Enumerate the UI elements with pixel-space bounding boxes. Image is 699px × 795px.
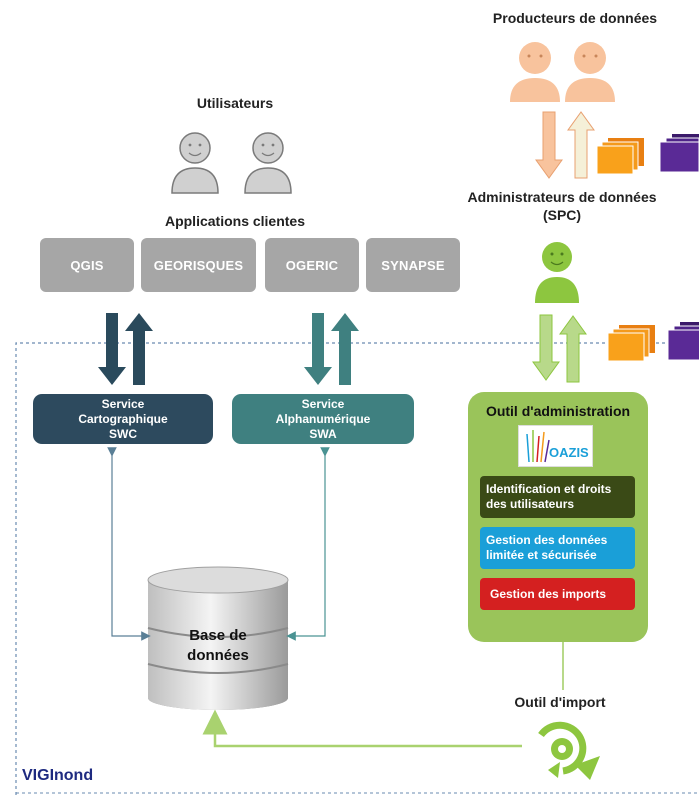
swa-db-connector bbox=[286, 447, 330, 641]
admin-imports-button[interactable]: Gestion des imports bbox=[480, 578, 635, 610]
swa-client-arrows bbox=[304, 313, 359, 385]
import-db-connector bbox=[202, 709, 522, 748]
import-tool-title: Outil d'import bbox=[514, 694, 606, 710]
admin-identification-button[interactable]: Identification et droits des utilisateur… bbox=[480, 476, 635, 518]
database-cylinder-icon bbox=[147, 566, 289, 710]
admin-data-management-line1: Gestion des données bbox=[486, 533, 608, 547]
app-synapse-button[interactable]: SYNAPSE bbox=[366, 238, 460, 292]
admin-data-management-line2: limitée et sécurisée bbox=[486, 548, 597, 562]
producer-admin-arrows bbox=[535, 111, 595, 179]
admin-data-management-button[interactable]: Gestion des données limitée et sécurisée bbox=[480, 527, 635, 569]
database-label: Base de données bbox=[148, 626, 288, 666]
swc-db-connector bbox=[107, 447, 151, 641]
clients-title: Applications clientes bbox=[164, 213, 306, 229]
service-swa[interactable]: Service Alphanumérique SWA bbox=[232, 394, 414, 444]
viginond-frame bbox=[15, 342, 699, 795]
admin-tool-arrows bbox=[532, 314, 587, 383]
admin-imports-line1: Gestion des imports bbox=[490, 586, 607, 601]
admin-identification-line2: des utilisateurs bbox=[486, 497, 575, 511]
document-stack-icon bbox=[596, 134, 699, 175]
service-swc[interactable]: Service Cartographique SWC bbox=[33, 394, 213, 444]
service-swc-line1: Service bbox=[101, 396, 145, 411]
oazis-logo: OAZIS bbox=[518, 425, 593, 467]
app-georisques-button[interactable]: GEORISQUES bbox=[141, 238, 256, 292]
admin-identification-line1: Identification et droits bbox=[486, 482, 612, 496]
document-stack-icon bbox=[607, 322, 699, 362]
admins-title-line1: Administrateurs de données bbox=[467, 189, 657, 205]
service-swa-line1: Service bbox=[301, 396, 345, 411]
admin-person-icon bbox=[535, 242, 579, 303]
users-title: Utilisateurs bbox=[196, 95, 274, 111]
service-swc-line3: SWC bbox=[109, 426, 137, 441]
app-ogeric-button[interactable]: OGERIC bbox=[265, 238, 359, 292]
producers-title: Producteurs de données bbox=[492, 10, 658, 26]
admins-title-line2: (SPC) bbox=[542, 207, 582, 223]
system-name: VIGInond bbox=[22, 767, 94, 784]
swc-client-arrows bbox=[98, 313, 153, 385]
service-swa-line2: Alphanumérique bbox=[275, 411, 371, 426]
service-swa-line3: SWA bbox=[309, 426, 337, 441]
database-label-line1: Base de bbox=[189, 627, 247, 644]
service-swc-line2: Cartographique bbox=[78, 411, 168, 426]
user-person-icon bbox=[171, 132, 292, 194]
admin-tool-title: Outil d'administration bbox=[485, 403, 631, 419]
oazis-logo-text: OAZIS bbox=[549, 445, 589, 460]
app-qgis-button[interactable]: QGIS bbox=[40, 238, 134, 292]
oazis-logo-mark bbox=[526, 430, 550, 463]
import-cycle-icon bbox=[538, 721, 600, 780]
admins-title: Administrateurs de données (SPC) bbox=[452, 188, 672, 224]
database-label-line2: données bbox=[187, 647, 249, 664]
producer-person-icon bbox=[510, 42, 615, 102]
